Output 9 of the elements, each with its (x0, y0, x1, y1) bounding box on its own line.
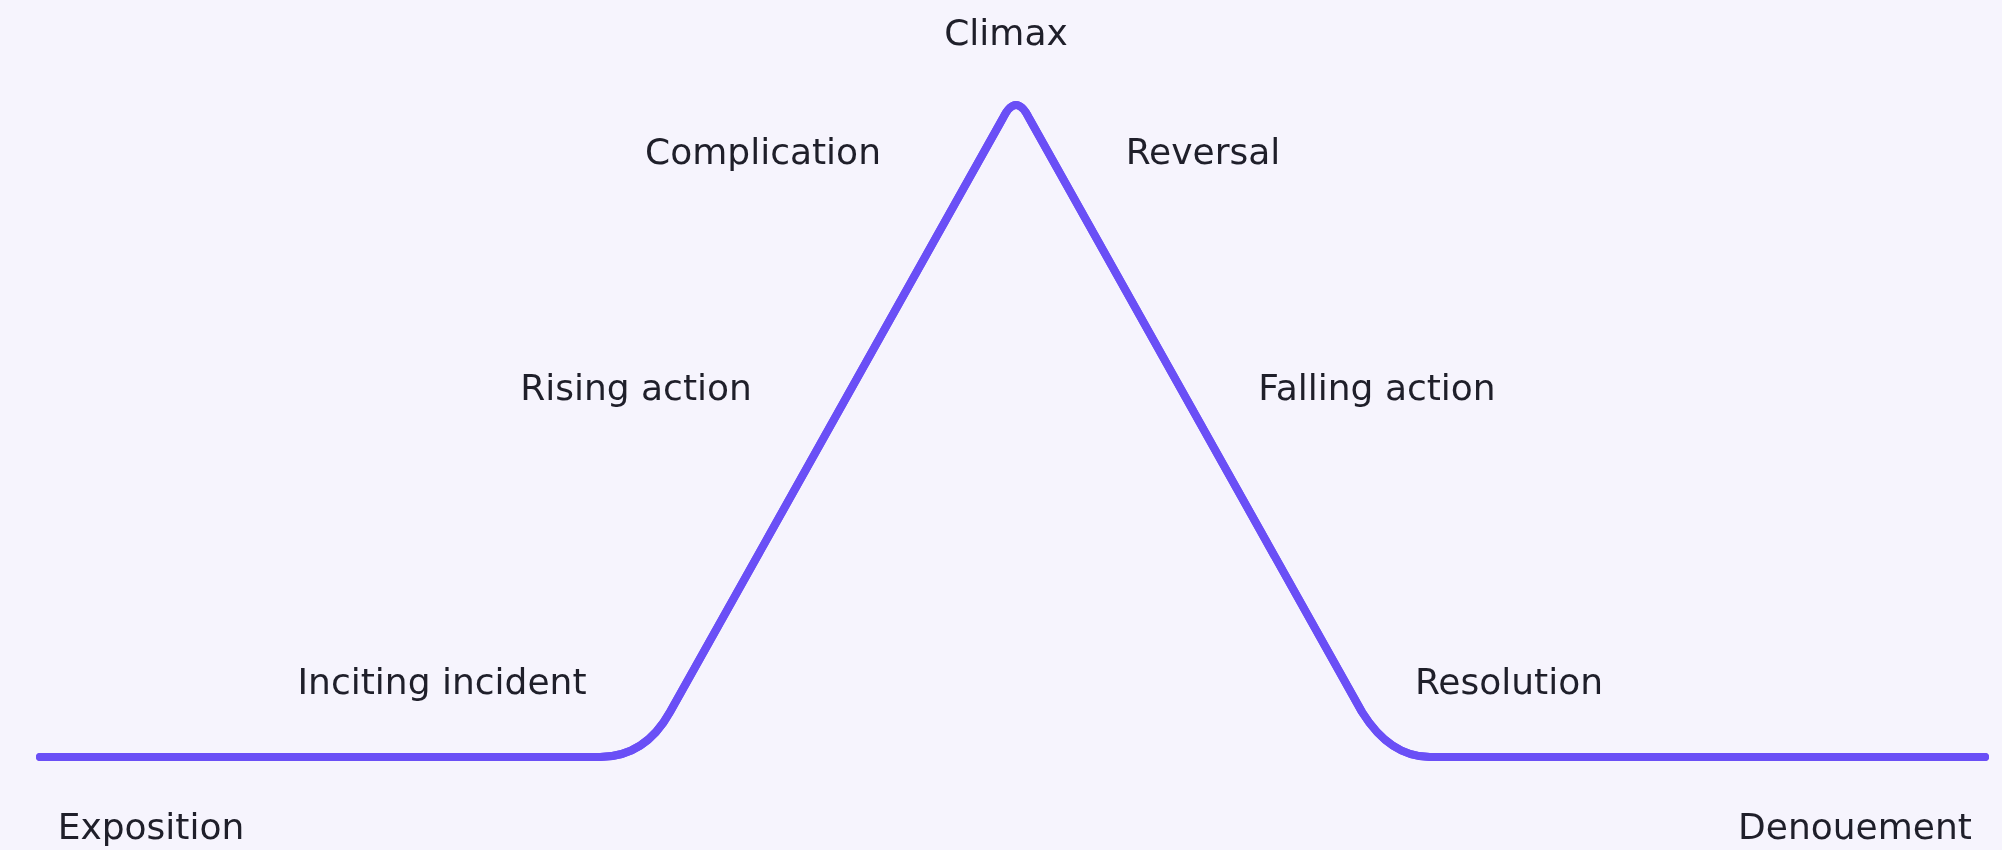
stage-label: Exposition (57, 805, 245, 847)
stage-label: Complication (645, 130, 881, 172)
stage-label: Resolution (1414, 660, 1604, 702)
stage-label: Rising action (520, 366, 752, 408)
stage-label: Falling action (1258, 366, 1496, 408)
stage-label: Climax (944, 11, 1068, 53)
stage-label: Reversal (1125, 130, 1281, 172)
stage-label: Denouement (1738, 805, 1972, 847)
stage-label: Inciting incident (297, 660, 587, 702)
